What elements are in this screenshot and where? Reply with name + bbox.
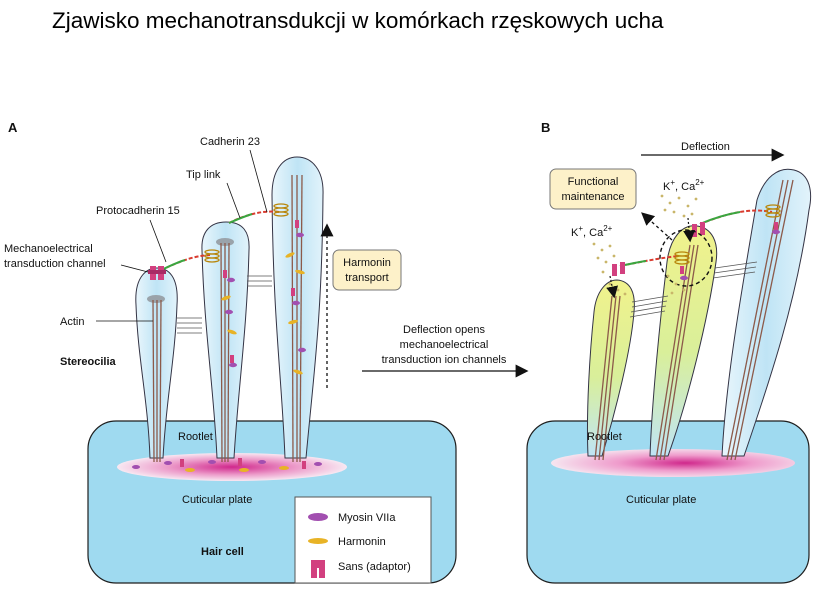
harmonin-transport-callout	[332, 249, 402, 291]
harmonin-icon	[221, 252, 305, 375]
leader-protocadherin-15	[149, 219, 167, 263]
actin-filaments-a	[152, 174, 303, 463]
sans-icon	[680, 222, 778, 274]
label-tip-link: Tip link	[186, 169, 221, 181]
myosin-viia-icon	[225, 232, 306, 368]
actin-filaments-b	[594, 179, 794, 461]
harmonin-transport-label-line1: Harmonin	[343, 257, 391, 269]
plate-proteins	[132, 458, 322, 472]
label-actin: Actin	[60, 316, 84, 328]
cuticular-plate-glow	[117, 453, 347, 481]
functional-maintenance-line2: maintenance	[562, 191, 625, 203]
harmonin-coil-icon	[674, 204, 781, 265]
stereocilium-short-b	[586, 279, 635, 457]
ion-dots	[592, 194, 698, 296]
label-cuticular-plate-b: Cuticular plate	[626, 494, 696, 506]
panel-b-letter: B	[541, 120, 550, 135]
ion-label-lower: K+, Ca2+	[571, 224, 613, 239]
middle-arrow-line1: Deflection opens	[403, 324, 485, 336]
leader-tip-link	[226, 182, 241, 219]
sans-icon	[223, 220, 299, 363]
harmonin-icon	[308, 538, 328, 544]
label-deflection: Deflection	[681, 141, 730, 153]
sans-icon	[311, 560, 325, 578]
legend-label-myosin: Myosin VIIa	[338, 512, 396, 524]
ion-influx-arrow-lower	[606, 275, 619, 299]
side-links-b	[629, 261, 758, 318]
label-met-channel-line1: Mechanoelectrical	[4, 243, 93, 255]
label-cadherin-23: Cadherin 23	[200, 136, 260, 148]
myosin-viia-icon	[680, 229, 780, 281]
side-links-a	[177, 275, 272, 334]
label-hair-cell: Hair cell	[201, 546, 244, 558]
functional-maintenance-arrow	[641, 212, 673, 241]
stereocilium-tall-b	[721, 168, 812, 457]
slide-title: Zjawisko mechanotransdukcji w komórkach …	[52, 8, 664, 33]
label-protocadherin-15: Protocadherin 15	[96, 205, 180, 217]
leader-cadherin-23	[249, 149, 268, 213]
harmonin-coil-icon	[204, 203, 289, 263]
middle-arrow-line3: transduction ion channels	[382, 354, 507, 366]
myosin-viia-icon	[308, 513, 328, 521]
tip-link-b1	[619, 255, 679, 267]
label-met-channel-line2: transduction channel	[4, 258, 106, 270]
legend-label-harmonin: Harmonin	[338, 536, 386, 548]
label-rootlet-b: Rootlet	[587, 431, 622, 443]
label-rootlet-a: Rootlet	[178, 431, 213, 443]
actin-cap	[147, 295, 165, 303]
tip-link-b2-green	[699, 211, 741, 225]
middle-arrow-line2: mechanoelectrical	[400, 339, 489, 351]
functional-maintenance-line1: Functional	[568, 176, 619, 188]
tip-link-1-green	[160, 259, 186, 271]
legend-label-sans: Sans (adaptor)	[338, 561, 411, 573]
ion-label-upper: K+, Ca2+	[663, 178, 705, 193]
label-stereocilia: Stereocilia	[60, 356, 117, 368]
leader-met-channel	[120, 264, 149, 273]
harmonin-transport-label-line2: transport	[345, 272, 388, 284]
legend: Myosin VIIa Harmonin Sans (adaptor)	[294, 496, 432, 584]
label-cuticular-plate-a: Cuticular plate	[182, 494, 252, 506]
panel-a-letter: A	[8, 120, 18, 135]
met-channel-icon	[148, 266, 166, 280]
functional-maintenance-callout	[549, 168, 637, 210]
tip-link-2-green	[228, 213, 253, 224]
tip-link-2	[228, 210, 280, 224]
